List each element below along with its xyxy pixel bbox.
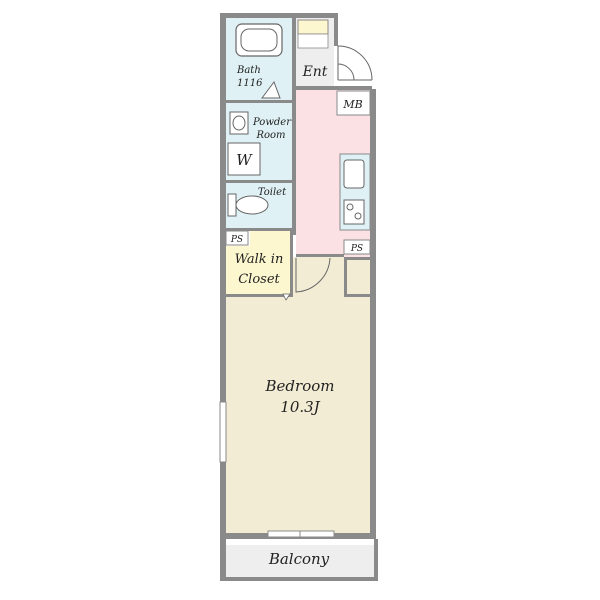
toilet-label: Toilet [258, 187, 287, 198]
ps-left-label: PS [230, 235, 243, 245]
stove-icon [343, 199, 365, 225]
bedroom-label: Bedroom [265, 377, 335, 395]
washer-space [227, 142, 261, 176]
balcony-sliding-door [267, 530, 335, 538]
walk-in-closet-label-line2: Closet [238, 272, 280, 287]
bedroom-door-icon [295, 257, 331, 293]
storage-niche [344, 257, 374, 297]
toilet-icon [227, 193, 269, 217]
bath-label: Bath [236, 65, 261, 76]
bathtub-icon [235, 23, 283, 57]
meter-box-label: MB [342, 98, 362, 111]
ps-right-label: PS [350, 244, 363, 254]
washer-label: W [236, 151, 253, 169]
powder-room-label-line1: Powder [252, 117, 292, 128]
meter-box [336, 90, 371, 116]
hall-floor-lower [292, 257, 344, 297]
bath-size-label: 1116 [237, 78, 263, 89]
entrance-door-icon [337, 45, 373, 81]
kitchen-counter [339, 153, 371, 231]
sink-icon [229, 111, 249, 135]
bath-door-icon [261, 80, 281, 99]
closet-door-icon [282, 293, 291, 301]
bedroom-size-label: 10.3J [280, 398, 320, 416]
balcony-label: Balcony [268, 550, 330, 568]
bedroom-floor [226, 297, 374, 533]
ps-left-outline [225, 230, 249, 246]
bedroom-window [219, 401, 227, 463]
ps-right-box [343, 239, 371, 255]
balcony-floor [226, 545, 374, 577]
powder-room-label-line2: Room [255, 130, 285, 141]
walk-in-closet-label-line1: Walk in [235, 252, 284, 267]
entrance-label: Ent [302, 64, 328, 80]
shoe-closet [297, 19, 329, 49]
